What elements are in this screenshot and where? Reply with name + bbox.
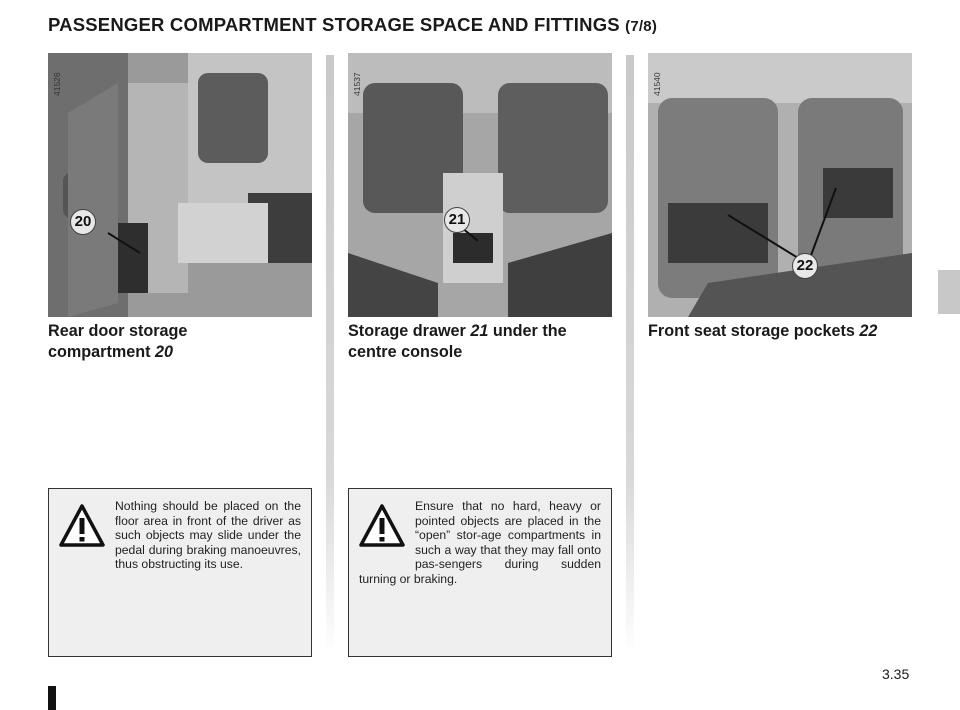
warning-triangle-icon <box>59 504 105 547</box>
photo-centre-console <box>348 53 612 317</box>
image-reference: 41526 <box>52 72 62 96</box>
caption-seat-pockets: Front seat storage pockets 22 <box>648 322 878 340</box>
photo-seat-pockets <box>648 53 912 317</box>
warning-box-floor: Nothing should be placed on the floor ar… <box>48 488 312 657</box>
caption-storage-drawer: Storage drawer 21 under the centre conso… <box>348 322 567 361</box>
page-title: PASSENGER COMPARTMENT STORAGE SPACE AND … <box>48 14 657 36</box>
warning-text: Ensure that no hard, heavy or pointed ob… <box>359 499 601 586</box>
warning-box-objects: Ensure that no hard, heavy or pointed ob… <box>348 488 612 657</box>
callout-21: 21 <box>444 207 470 233</box>
callout-20: 20 <box>70 209 96 235</box>
photo-rear-door <box>48 53 312 317</box>
image-reference: 41540 <box>652 72 662 96</box>
warning-triangle-icon <box>359 504 405 547</box>
callout-22: 22 <box>792 253 818 279</box>
column-separator <box>326 55 334 655</box>
column-separator <box>626 55 634 655</box>
page-marker <box>48 686 56 710</box>
section-tab <box>938 270 960 314</box>
title-section: (7/8) <box>625 18 658 35</box>
page-number: 3.35 <box>882 666 910 682</box>
warning-text: Nothing should be placed on the floor ar… <box>115 499 301 572</box>
image-reference: 41537 <box>352 72 362 96</box>
caption-rear-door: Rear door storage compartment 20 <box>48 322 188 361</box>
title-text: PASSENGER COMPARTMENT STORAGE SPACE AND … <box>48 14 620 35</box>
